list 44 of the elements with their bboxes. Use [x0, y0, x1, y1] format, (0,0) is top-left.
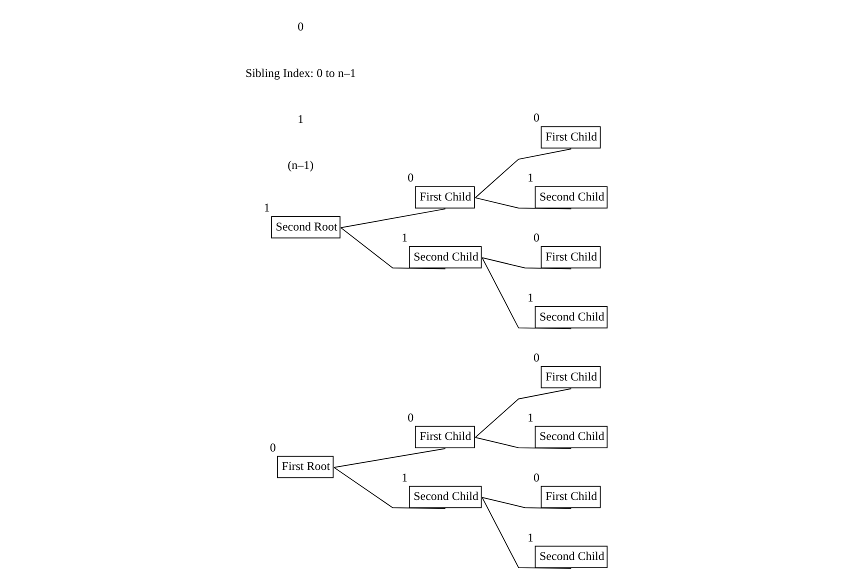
- connector: [482, 257, 572, 330]
- node-box: First Child: [414, 186, 475, 208]
- node-box: Second Child: [534, 546, 608, 568]
- connector: [482, 257, 572, 270]
- connector: [482, 496, 572, 569]
- label: (n–1): [288, 158, 314, 172]
- node-box: First Child: [540, 486, 601, 508]
- node-label: 1: [528, 290, 534, 305]
- connector: [474, 148, 572, 198]
- connector: [340, 208, 446, 228]
- node-box: First Child: [414, 426, 475, 448]
- node-label: 0: [534, 230, 540, 245]
- connector: [474, 197, 572, 210]
- node-label: 0: [408, 410, 414, 424]
- label: 1: [298, 112, 304, 126]
- node-label: 1: [528, 530, 534, 544]
- node-label: 0: [534, 110, 540, 125]
- node-box: First Child: [540, 246, 601, 268]
- label: Sibling Index: 0 to n–1: [245, 66, 356, 80]
- node-box: Second Child: [534, 186, 608, 208]
- node-label: 1: [528, 170, 534, 185]
- connector: [334, 467, 446, 509]
- label: 0: [298, 20, 304, 34]
- connector: [334, 448, 446, 468]
- connector: [474, 437, 572, 450]
- node-box: Second Root: [271, 216, 340, 238]
- connector: [340, 227, 446, 270]
- node-label: 1: [402, 230, 408, 245]
- node-label: 1: [528, 410, 534, 424]
- node-box: First Child: [540, 366, 601, 388]
- connector: [482, 496, 572, 509]
- node-label: 0: [408, 170, 414, 185]
- node-box: First Root: [277, 456, 334, 478]
- node-label: 0: [534, 470, 540, 484]
- connector: [474, 388, 572, 438]
- node-label: 1: [402, 470, 408, 484]
- node-box: Second Child: [534, 306, 608, 328]
- node-box: Second Child: [534, 426, 608, 448]
- node-box: Second Child: [408, 246, 482, 268]
- node-box: First Child: [540, 126, 601, 149]
- node-label: 0: [270, 440, 276, 454]
- node-label: 0: [534, 350, 540, 364]
- node-box: Second Child: [408, 486, 482, 508]
- node-label: 1: [264, 200, 270, 215]
